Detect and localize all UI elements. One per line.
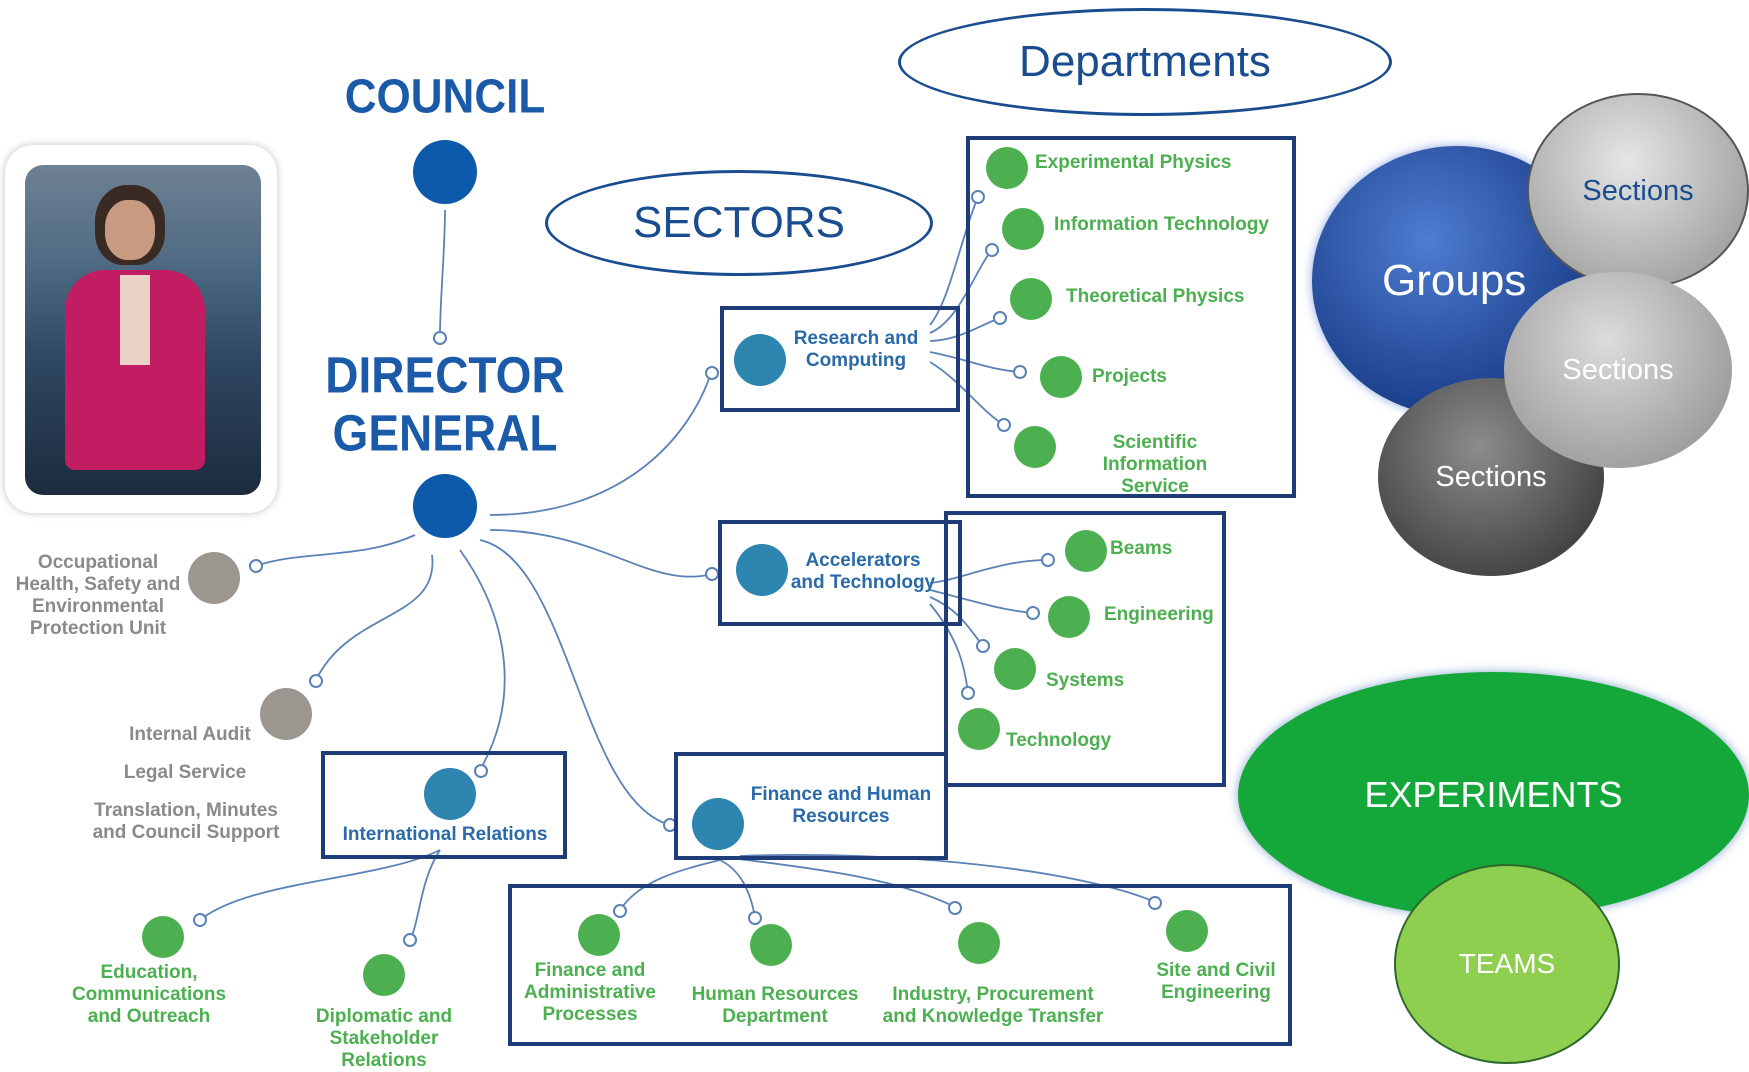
international-relations-node[interactable] [424,768,476,820]
internal-audit-node[interactable] [260,688,312,740]
accelerators-line-2: and Technology [790,571,936,593]
council-dg-line [439,209,446,336]
theoretical-physics-label: Theoretical Physics [1066,286,1245,307]
finance-line-1: Finance and Human [750,784,932,805]
director-general-title-line2: GENERAL [332,404,558,462]
sectors-oval: SECTORS [545,170,933,276]
director-photo-frame [5,145,277,513]
dg-research-line [489,369,713,516]
systems-label: Systems [1046,670,1125,691]
dg-international-line [459,549,506,771]
accelerators-technology-label: Accelerators and Technology [788,550,938,594]
theoretical-physics-node[interactable] [1010,278,1052,320]
engineering-node[interactable] [1048,596,1090,638]
technology-label: Technology [1006,730,1112,751]
director-general-node[interactable] [413,474,477,538]
projects-node[interactable] [1040,356,1082,398]
systems-node[interactable] [994,648,1036,690]
diplomatic-stakeholder-label: Diplomatic and Stakeholder Relations [315,1006,453,1071]
diplomatic-stakeholder-node[interactable] [363,954,405,996]
industry-procurement-label: Industry, Procurement and Knowledge Tran… [882,984,1104,1027]
experimental-physics-label: Experimental Physics [1035,152,1232,173]
finance-hr-node[interactable] [692,798,744,850]
council-title: COUNCIL [344,69,546,124]
ohs-line-3: Environmental [32,595,164,617]
director-general-title-line1: DIRECTOR [325,346,565,404]
human-resources-department-label: Human Resources Department [691,984,859,1027]
research-departments-box [966,136,1296,498]
ohs-unit-node[interactable] [188,552,240,604]
technology-node[interactable] [958,708,1000,750]
sections-label-middle: Sections [1562,353,1674,386]
projects-label: Projects [1092,366,1167,387]
translation-line-1: Translation, Minutes [94,800,278,821]
finance-administrative-processes-node[interactable] [578,914,620,956]
translation-line-2: and Council Support [92,821,280,843]
ohs-line-4: Protection Unit [29,617,167,639]
site-civil-engineering-node[interactable] [1166,910,1208,952]
international-relations-box [321,751,567,859]
ohs-unit-label: Occupational Health, Safety and Environm… [8,552,188,639]
groups-label: Groups [1382,256,1527,305]
international-relations-label: International Relations [342,824,548,845]
accelerators-technology-box [718,520,962,626]
research-line-1: Research and [793,328,919,349]
finance-departments-box [508,884,1292,1046]
accelerators-departments-box [944,511,1226,787]
dg-accelerators-line [489,529,713,578]
dg-audit-line [315,554,434,681]
teams-bubble: TEAMS [1394,864,1620,1064]
accelerators-line-1: Accelerators [805,550,921,571]
dg-finance-line [479,539,671,826]
industry-procurement-node[interactable] [958,922,1000,964]
sections-bubble-top: Sections [1527,93,1749,289]
departments-oval: Departments [898,8,1392,116]
site-civil-engineering-label: Site and Civil Engineering [1156,960,1276,1003]
teams-label: TEAMS [1458,948,1556,979]
scientific-information-service-label: Scientific Information Service [1102,432,1208,497]
experimental-physics-node[interactable] [986,147,1028,189]
internal-audit-label: Internal Audit [129,724,251,745]
beams-node[interactable] [1065,530,1107,572]
research-computing-box [720,306,960,412]
ohs-line-2: Health, Safety and [15,573,181,595]
research-computing-label: Research and Computing [786,328,926,372]
information-technology-label: Information Technology [1054,214,1269,235]
engineering-label: Engineering [1104,604,1214,625]
scientific-information-service-node[interactable] [1014,426,1056,468]
council-node[interactable] [413,140,477,204]
ohs-line-1: Occupational [37,552,159,573]
education-outreach-node[interactable] [142,916,184,958]
sections-label-bottom: Sections [1435,460,1547,493]
research-line-2: Computing [805,349,907,371]
human-resources-department-node[interactable] [750,924,792,966]
beams-label: Beams [1110,538,1173,559]
director-photo [25,165,261,495]
legal-service-label: Legal Service [123,762,247,783]
experiments-label: EXPERIMENTS [1364,774,1623,815]
education-outreach-label: Education, Communications and Outreach [71,962,227,1027]
accelerators-technology-node[interactable] [736,544,788,596]
finance-hr-box [674,752,948,860]
research-computing-node[interactable] [734,334,786,386]
sections-bubble-middle: Sections [1504,272,1732,468]
dg-ohs-line [255,534,416,567]
sections-label-top: Sections [1582,174,1694,207]
finance-line-2: Resources [792,805,890,827]
finance-hr-label: Finance and Human Resources [746,784,936,828]
translation-label: Translation, Minutes and Council Support [86,800,286,844]
information-technology-node[interactable] [1002,208,1044,250]
finance-administrative-processes-label: Finance and Administrative Processes [524,960,656,1025]
